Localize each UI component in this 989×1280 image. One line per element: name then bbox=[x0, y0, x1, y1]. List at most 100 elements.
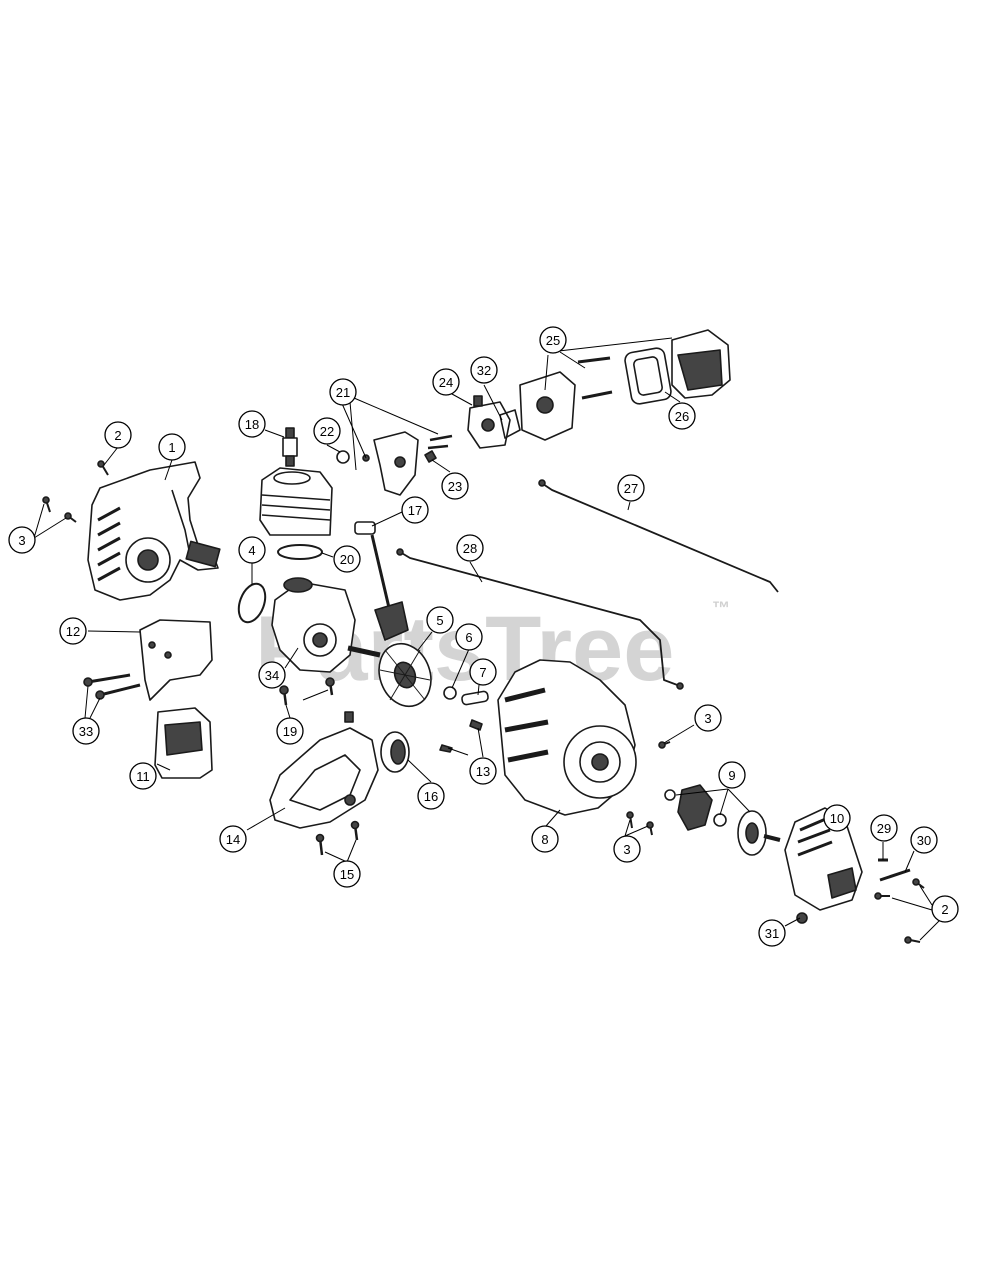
leader-6 bbox=[451, 648, 470, 689]
callout-28: 28 bbox=[456, 534, 484, 562]
leader-25-2 bbox=[559, 351, 586, 369]
svg-text:26: 26 bbox=[675, 409, 689, 424]
leader-17 bbox=[371, 511, 403, 527]
callout-2a: 2 bbox=[104, 421, 132, 449]
part-gasket-ring bbox=[277, 544, 323, 560]
leader-3a-1 bbox=[33, 503, 45, 539]
part-nut-31 bbox=[796, 912, 808, 924]
leader-2b-1 bbox=[919, 885, 933, 906]
callout-2b: 2 bbox=[931, 895, 959, 923]
leader-5 bbox=[417, 631, 433, 651]
part-clip-23 bbox=[424, 450, 437, 463]
leader-15-1 bbox=[324, 851, 348, 863]
watermark-trademark: ™ bbox=[712, 598, 730, 618]
callout-3a: 3 bbox=[8, 526, 36, 554]
svg-text:3: 3 bbox=[704, 711, 711, 726]
leader-11 bbox=[156, 763, 171, 771]
svg-text:30: 30 bbox=[917, 833, 931, 848]
leader-2b-2 bbox=[891, 897, 933, 911]
part-screws-3c bbox=[626, 811, 654, 836]
leader-19-1 bbox=[302, 689, 329, 701]
svg-text:23: 23 bbox=[448, 479, 462, 494]
leader-2a bbox=[103, 446, 119, 466]
svg-text:1: 1 bbox=[168, 440, 175, 455]
part-air-filter-element bbox=[624, 347, 672, 405]
svg-text:19: 19 bbox=[283, 724, 297, 739]
leader-15-2 bbox=[346, 839, 357, 863]
part-clutch-ring bbox=[380, 731, 410, 773]
leader-31 bbox=[784, 917, 801, 927]
svg-text:25: 25 bbox=[546, 333, 560, 348]
part-stop-wire bbox=[538, 479, 779, 593]
callout-15: 15 bbox=[333, 860, 361, 888]
leader-16 bbox=[407, 759, 432, 783]
part-cylinder bbox=[259, 467, 333, 536]
svg-text:32: 32 bbox=[477, 363, 491, 378]
svg-text:11: 11 bbox=[136, 769, 150, 784]
callout-6: 6 bbox=[455, 623, 483, 651]
part-springs-13 bbox=[439, 719, 483, 753]
part-air-filter-base bbox=[519, 356, 613, 441]
svg-text:6: 6 bbox=[465, 630, 472, 645]
callout-13: 13 bbox=[469, 757, 497, 785]
part-crankcase bbox=[271, 577, 381, 673]
part-carb-gasket bbox=[499, 409, 521, 439]
leader-20 bbox=[321, 552, 334, 558]
callout-23: 23 bbox=[441, 472, 469, 500]
callout-11: 11 bbox=[129, 762, 157, 790]
callout-7: 7 bbox=[469, 658, 497, 686]
callout-17: 17 bbox=[401, 496, 429, 524]
leader-34 bbox=[284, 647, 299, 669]
svg-text:14: 14 bbox=[226, 832, 240, 847]
leader-27 bbox=[627, 501, 631, 511]
svg-text:20: 20 bbox=[340, 552, 354, 567]
callout-9: 9 bbox=[718, 761, 746, 789]
svg-text:28: 28 bbox=[463, 541, 477, 556]
callout-22: 22 bbox=[313, 417, 341, 445]
leader-18 bbox=[264, 429, 285, 438]
leader-21-2 bbox=[349, 401, 357, 471]
callout-21: 21 bbox=[329, 378, 357, 406]
part-screws-2b bbox=[874, 878, 925, 944]
leader-33-1 bbox=[84, 685, 89, 719]
leader-32 bbox=[483, 384, 503, 421]
svg-text:2: 2 bbox=[114, 428, 121, 443]
svg-text:15: 15 bbox=[340, 867, 354, 882]
leader-1 bbox=[164, 459, 173, 481]
leader-3c-2 bbox=[624, 825, 649, 837]
leader-9-2 bbox=[719, 788, 729, 816]
part-starter-housing bbox=[497, 659, 637, 816]
svg-text:17: 17 bbox=[408, 503, 422, 518]
svg-text:33: 33 bbox=[79, 724, 93, 739]
leader-23 bbox=[431, 459, 451, 473]
callout-8: 8 bbox=[531, 825, 559, 853]
part-heat-shield bbox=[139, 619, 213, 701]
leader-13-1 bbox=[447, 747, 469, 756]
callout-1: 1 bbox=[158, 433, 186, 461]
svg-text:12: 12 bbox=[66, 624, 80, 639]
leader-12 bbox=[87, 630, 141, 633]
part-bolts-33 bbox=[83, 673, 141, 700]
leader-25-1 bbox=[549, 337, 673, 353]
callout-19: 19 bbox=[276, 717, 304, 745]
part-clutch-housing bbox=[784, 807, 863, 911]
part-carburetor bbox=[467, 395, 511, 449]
leader-19-2 bbox=[285, 704, 291, 719]
leader-28 bbox=[469, 561, 483, 583]
callout-27: 27 bbox=[617, 474, 645, 502]
svg-text:3: 3 bbox=[18, 533, 25, 548]
callout-34: 34 bbox=[258, 661, 286, 689]
svg-text:27: 27 bbox=[624, 481, 638, 496]
callout-25: 25 bbox=[539, 326, 567, 354]
part-flywheel bbox=[378, 642, 432, 708]
leader-25-3 bbox=[544, 354, 549, 391]
svg-text:29: 29 bbox=[877, 821, 891, 836]
part-spark-plug bbox=[282, 427, 298, 467]
leader-21-3 bbox=[353, 397, 439, 435]
part-clutch-assembly bbox=[664, 784, 781, 856]
svg-text:9: 9 bbox=[728, 768, 735, 783]
part-pins-29-30 bbox=[878, 858, 911, 882]
callout-5: 5 bbox=[426, 606, 454, 634]
leader-3b bbox=[663, 724, 695, 744]
